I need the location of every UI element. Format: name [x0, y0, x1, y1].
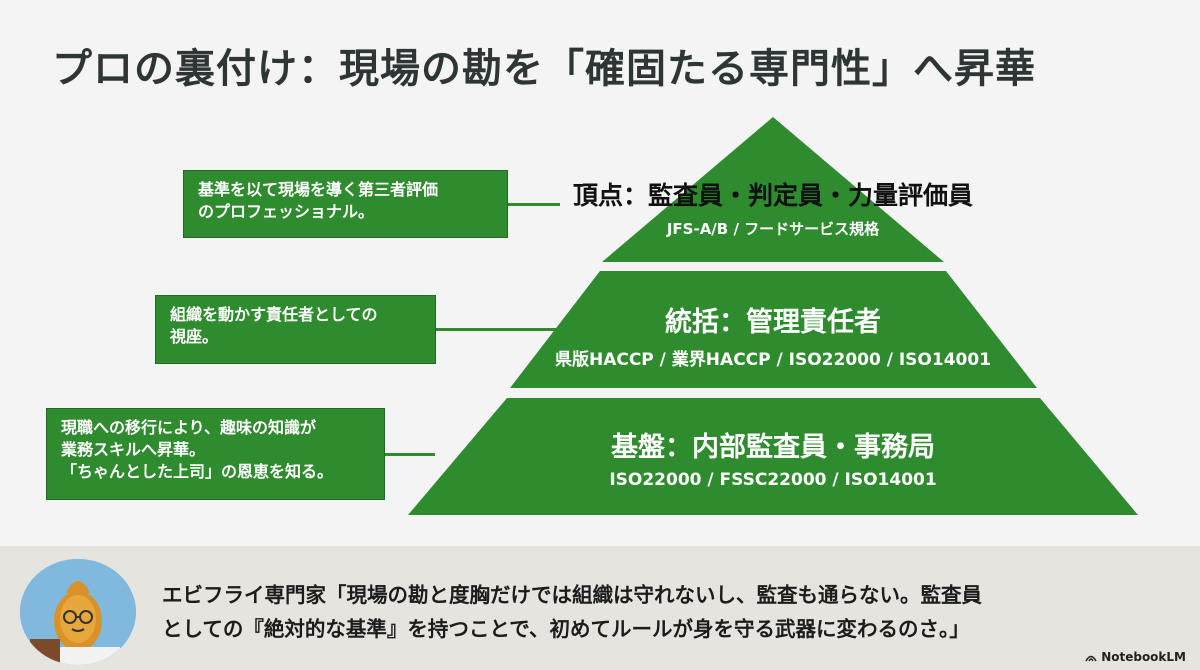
callout-middle-line-1: 組織を動かす責任者としての — [170, 305, 378, 324]
callout-middle-line-2: 視座。 — [170, 327, 219, 346]
brand-label: NotebookLM — [1085, 650, 1186, 664]
apex-connector — [508, 203, 560, 206]
base-connector — [385, 453, 435, 456]
apex-title: 頂点：監査員・判定員・力量評価員 — [572, 181, 973, 210]
middle-subtitle: 県版HACCP / 業界HACCP / ISO22000 / ISO14001 — [554, 350, 992, 370]
brand-name: NotebookLM — [1101, 650, 1186, 664]
base-subtitle: ISO22000 / FSSC22000 / ISO14001 — [609, 470, 937, 490]
callout-apex: 基準を以て現場を導く第三者評価 のプロフェッショナル。 — [183, 170, 508, 238]
base-title: 基盤：内部監査員・事務局 — [611, 432, 935, 463]
pyramid-diagram — [408, 117, 1138, 515]
quote-line-1: エビフライ専門家「現場の勘と度胸だけでは組織は守れないし、監査も通らない。監査員 — [162, 583, 982, 607]
callout-base: 現職への移行により、趣味の知識が 業務スキルへ昇華。 「ちゃんとした上司」の恩恵… — [46, 408, 385, 500]
quote-text: エビフライ専門家「現場の勘と度胸だけでは組織は守れないし、監査も通らない。監査員… — [162, 578, 1172, 646]
apex-subtitle: JFS-A/B / フードサービス規格 — [666, 220, 880, 238]
fried-shrimp-character-icon — [20, 559, 136, 665]
quote-line-2: としての『絶対的な基準』を持つことで、初めてルールが身を守る武器に変わるのさ。」 — [162, 617, 970, 641]
quote-bar: エビフライ専門家「現場の勘と度胸だけでは組織は守れないし、監査も通らない。監査員… — [0, 546, 1200, 670]
base-text: 基盤：内部監査員・事務局 ISO22000 / FSSC22000 / ISO1… — [553, 425, 993, 490]
pyramid-apex — [602, 117, 944, 262]
callout-apex-line-2: のプロフェッショナル。 — [198, 202, 375, 221]
pyramid-middle — [510, 271, 1037, 388]
callout-base-line-2: 業務スキルへ昇華。 — [61, 440, 206, 459]
callout-apex-line-1: 基準を以て現場を導く第三者評価 — [198, 180, 439, 199]
notebooklm-logo-icon — [1085, 655, 1097, 661]
middle-connector — [436, 328, 560, 331]
pyramid-base — [408, 398, 1138, 515]
page-title: プロの裏付け：現場の勘を「確固たる専門性」へ昇華 — [52, 46, 1036, 92]
apex-text: 頂点：監査員・判定員・力量評価員 JFS-A/B / フードサービス規格 — [563, 176, 983, 239]
callout-base-line-3: 「ちゃんとした上司」の恩恵を知る。 — [61, 462, 334, 481]
middle-text: 統括：管理責任者 県版HACCP / 業界HACCP / ISO22000 / … — [543, 300, 1003, 370]
middle-title: 統括：管理責任者 — [665, 307, 881, 338]
callout-middle: 組織を動かす責任者としての 視座。 — [155, 295, 436, 364]
callout-base-line-1: 現職への移行により、趣味の知識が — [61, 418, 317, 437]
